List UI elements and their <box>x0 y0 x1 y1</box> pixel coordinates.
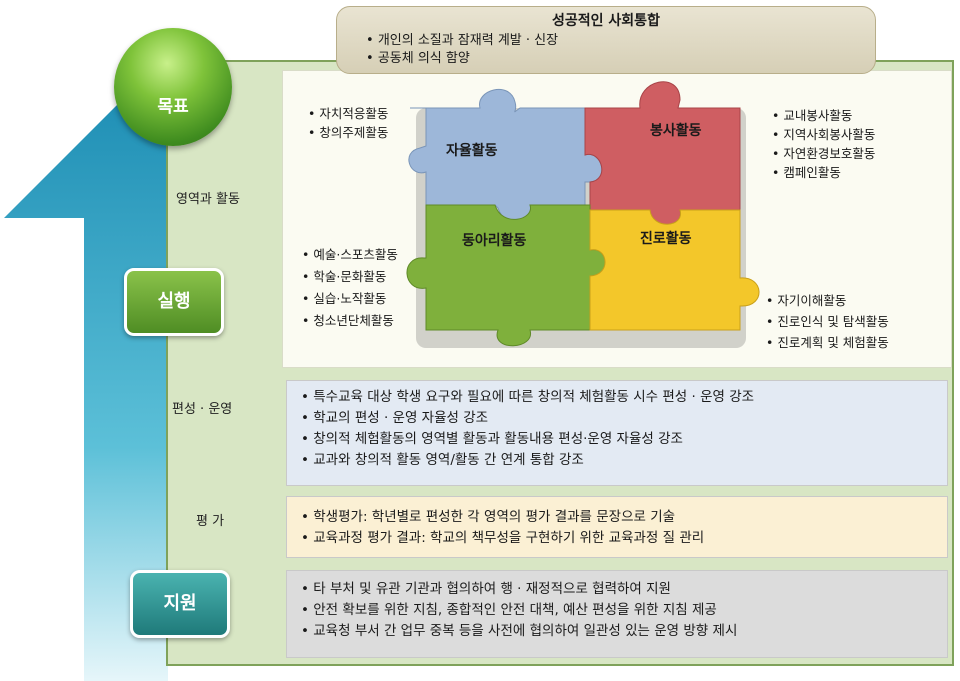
list-item: 타 부처 및 유관 기관과 협의하여 행 · 재정적으로 협력하여 지원 <box>301 579 947 600</box>
puzzle-piece-career <box>589 209 760 331</box>
puzzle-graphic <box>406 81 760 348</box>
list-item: 교육과정 평가 결과: 학교의 책무성을 구현하기 위한 교육과정 질 관리 <box>301 528 947 549</box>
operation-label: 편성 · 운영 <box>172 402 233 417</box>
list-item: 학생평가: 학년별로 편성한 각 영역의 평가 결과를 문장으로 기술 <box>301 507 947 528</box>
list-item: 캠페인활동 <box>772 163 875 182</box>
evaluation-label: 평 가 <box>196 514 225 529</box>
puzzle-piece-service <box>584 81 741 225</box>
list-item: 자연환경보호활동 <box>772 144 875 163</box>
evaluation-panel: 학생평가: 학년별로 편성한 각 영역의 평가 결과를 문장으로 기술 교육과정… <box>286 496 948 558</box>
puzzle-label-club: 동아리활동 <box>462 233 527 249</box>
goal-circle <box>114 28 232 146</box>
list-item: 안전 확보를 위한 지침, 종합적인 안전 대책, 예산 편성을 위한 지침 제… <box>301 600 947 621</box>
list-item: 학교의 편성 · 운영 자율성 강조 <box>301 408 947 429</box>
list-item: 교육청 부서 간 업무 중복 등을 사전에 협의하여 일관성 있는 운영 방향 … <box>301 621 947 642</box>
list-item: 예술·스포츠활동 <box>302 244 397 266</box>
puzzle-label-career: 진로활동 <box>640 231 692 247</box>
execution-badge: 실행 <box>124 268 224 336</box>
list-item: 청소년단체활동 <box>302 310 398 332</box>
puzzle-piece-autonomy <box>408 89 603 222</box>
service-activities: 교내봉사활동 지역사회봉사활동 자연환경보호활동 캠페인활동 <box>772 106 875 182</box>
goal-title: 성공적인 사회통합 <box>552 13 660 29</box>
list-item: 교과와 창의적 활동 영역/활동 간 연계 통합 강조 <box>301 450 947 471</box>
support-panel: 타 부처 및 유관 기관과 협의하여 행 · 재정적으로 협력하여 지원 안전 … <box>286 570 948 658</box>
list-item: 진로계획 및 체험활동 <box>766 332 888 353</box>
list-item: 자기이해활동 <box>766 290 889 311</box>
areas-label: 영역과 활동 <box>176 192 240 207</box>
puzzle-piece-club <box>406 204 606 347</box>
club-activities: 예술·스포츠활동 학술·문화활동 실습·노작활동 청소년단체활동 <box>302 244 398 332</box>
puzzle-label-autonomy: 자율활동 <box>446 143 498 159</box>
operation-panel: 특수교육 대상 학생 요구와 필요에 따른 창의적 체험활동 시수 편성 · 운… <box>286 380 948 486</box>
list-item: 창의적 체험활동의 영역별 활동과 활동내용 편성·운영 자율성 강조 <box>301 429 947 450</box>
list-item: 자치적응활동 <box>308 104 388 123</box>
list-item: 실습·노작활동 <box>302 288 398 310</box>
puzzle-label-service: 봉사활동 <box>650 123 702 139</box>
career-activities: 자기이해활동 진로인식 및 탐색활동 진로계획 및 체험활동 <box>766 290 889 353</box>
support-badge: 지원 <box>130 570 230 638</box>
list-item: 창의주제활동 <box>308 123 388 142</box>
list-item: 지역사회봉사활동 <box>772 125 875 144</box>
goal-item: 공동체 의식 함양 <box>366 50 558 68</box>
goal-item: 개인의 소질과 잠재력 계발 · 신장 <box>366 32 558 50</box>
autonomy-activities: 자치적응활동 창의주제활동 <box>308 104 388 142</box>
goal-label: 목표 <box>157 97 189 117</box>
list-item: 특수교육 대상 학생 요구와 필요에 따른 창의적 체험활동 시수 편성 · 운… <box>301 387 947 408</box>
list-item: 교내봉사활동 <box>772 106 875 125</box>
list-item: 진로인식 및 탐색활동 <box>766 311 888 332</box>
goal-list: 개인의 소질과 잠재력 계발 · 신장 공동체 의식 함양 <box>366 32 558 68</box>
list-item: 학술·문화활동 <box>302 266 398 288</box>
